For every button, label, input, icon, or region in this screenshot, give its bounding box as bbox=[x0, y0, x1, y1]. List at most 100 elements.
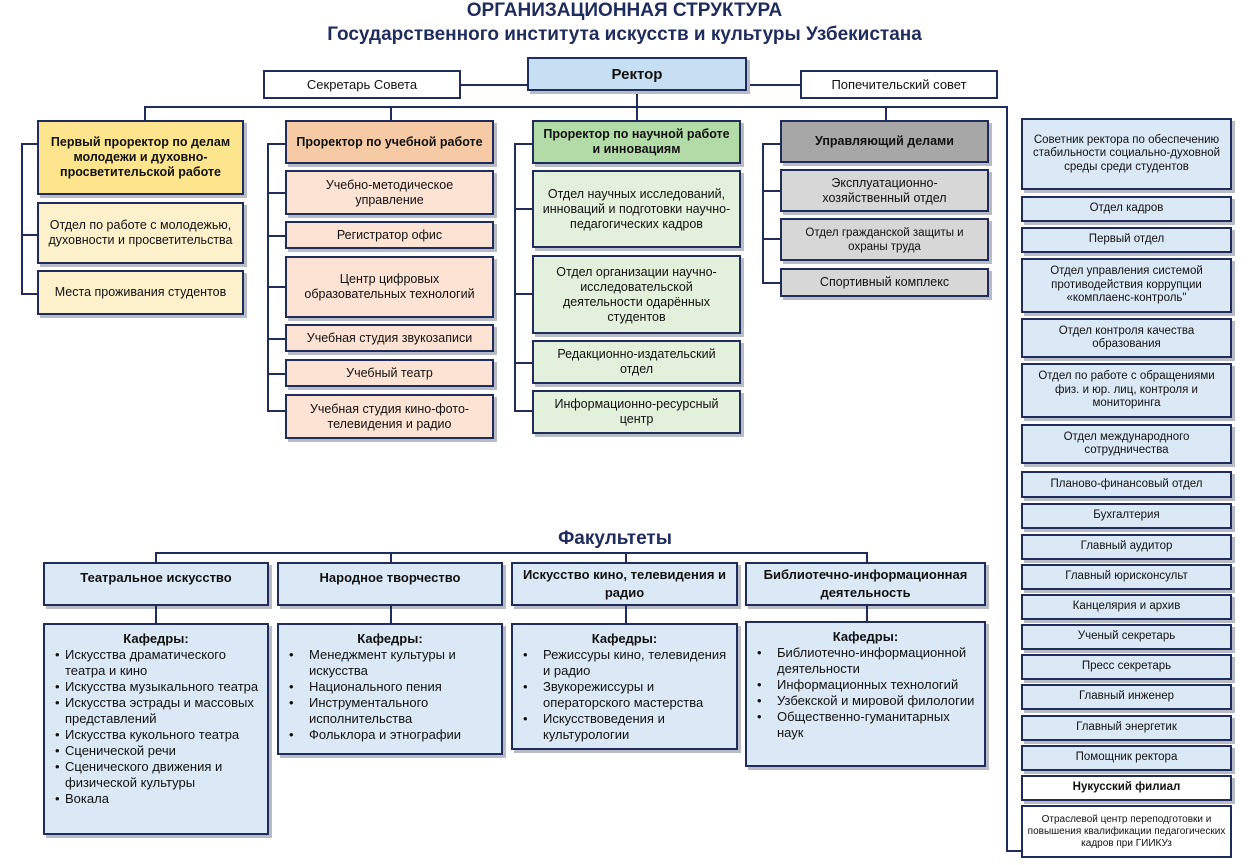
department-item: Менеджмент культуры и искусства bbox=[287, 647, 493, 679]
kafedry-film-tv: Кафедры: Режиссуры кино, телевидения и р… bbox=[511, 623, 738, 750]
dormitories-box: Места проживания студентов bbox=[37, 270, 244, 315]
connector bbox=[267, 192, 285, 194]
connector bbox=[866, 606, 868, 621]
digital-tech-center-box: Центр цифровых образовательных технологи… bbox=[285, 256, 494, 318]
publishing-department-box: Редакционно-издательский отдел bbox=[532, 340, 741, 384]
right-item-7: Планово-финансовый отдел bbox=[1021, 471, 1232, 498]
right-item-9: Главный аудитор bbox=[1021, 534, 1232, 560]
department-item: Фольклора и этнографии bbox=[287, 727, 493, 743]
kafedry-label: Кафедры: bbox=[591, 631, 658, 646]
department-item: Узбекской и мировой филологии bbox=[755, 693, 976, 709]
right-item-10: Главный юрисконсульт bbox=[1021, 564, 1232, 590]
department-item: Режиссуры кино, телевидения и радио bbox=[521, 647, 728, 679]
right-item-8: Бухгалтерия bbox=[1021, 503, 1232, 529]
connector bbox=[21, 143, 23, 294]
department-item: Искусства музыкального театра bbox=[53, 679, 259, 695]
connector bbox=[267, 410, 285, 412]
connector bbox=[514, 410, 532, 412]
right-item-13: Пресс секретарь bbox=[1021, 654, 1232, 680]
registrar-office-box: Регистратор офис bbox=[285, 221, 494, 249]
connector bbox=[514, 208, 532, 210]
kafedry-library: Кафедры: Библиотечно-информационной деят… bbox=[745, 621, 986, 767]
chart-title: ОРГАНИЗАЦИОННАЯ СТРУКТУРА bbox=[466, 0, 783, 21]
department-item: Искусства эстрады и массовых представлен… bbox=[53, 695, 259, 727]
connector bbox=[514, 293, 532, 295]
civil-defense-box: Отдел гражданской защиты и охраны труда bbox=[780, 218, 989, 261]
department-item: Искусства кукольного театра bbox=[53, 727, 259, 743]
trustees-box: Попечительский совет bbox=[800, 70, 998, 99]
faculty-film-tv-box: Искусство кино, телевидения и радио bbox=[511, 562, 738, 606]
faculty-folk-box: Народное творчество bbox=[277, 562, 503, 606]
connector bbox=[625, 552, 627, 562]
connector bbox=[762, 143, 764, 283]
right-item-6: Отдел международного сотрудничества bbox=[1021, 424, 1232, 464]
connector bbox=[1006, 106, 1008, 850]
right-item-17: Нукусский филиал bbox=[1021, 775, 1232, 801]
connector bbox=[636, 91, 638, 107]
faculties-title: Факультеты bbox=[558, 528, 672, 549]
department-list: Искусства драматического театра и кино И… bbox=[53, 647, 259, 807]
right-item-3: Отдел управления системой противодействи… bbox=[1021, 258, 1232, 313]
chief-of-staff-box: Управляющий делами bbox=[780, 120, 989, 163]
connector bbox=[762, 282, 780, 284]
right-item-15: Главный энергетик bbox=[1021, 715, 1232, 741]
department-item: Звукорежиссуры и операторского мастерств… bbox=[521, 679, 728, 711]
academic-methodical-box: Учебно-методическое управление bbox=[285, 170, 494, 215]
connector bbox=[267, 143, 269, 411]
department-list: Режиссуры кино, телевидения и радио Звук… bbox=[521, 647, 728, 743]
info-resource-center-box: Информационно-ресурсный центр bbox=[532, 390, 741, 434]
faculty-library-box: Библиотечно-информационная деятельность bbox=[745, 562, 986, 606]
gifted-students-box: Отдел организации научно-исследовательск… bbox=[532, 255, 741, 334]
connector bbox=[267, 338, 285, 340]
maintenance-department-box: Эксплуатационно-хозяйственный отдел bbox=[780, 169, 989, 212]
connector bbox=[390, 106, 392, 120]
connector bbox=[762, 143, 780, 145]
department-item: Вокала bbox=[53, 791, 259, 807]
connector bbox=[155, 552, 157, 562]
connector bbox=[1006, 850, 1022, 852]
connector bbox=[866, 552, 868, 562]
department-item: Информационных технологий bbox=[755, 677, 976, 693]
film-tv-studio-box: Учебная студия кино-фото-телевидения и р… bbox=[285, 394, 494, 439]
department-item: Искусства драматического театра и кино bbox=[53, 647, 259, 679]
research-vice-rector-box: Проректор по научной работе и инновациям bbox=[532, 120, 741, 164]
connector bbox=[267, 235, 285, 237]
training-theatre-box: Учебный театр bbox=[285, 359, 494, 387]
connector bbox=[636, 106, 638, 120]
connector bbox=[144, 106, 1008, 108]
connector bbox=[461, 84, 529, 86]
connector bbox=[144, 106, 146, 120]
connector bbox=[155, 552, 867, 554]
kafedry-folk: Кафедры: Менеджмент культуры и искусства… bbox=[277, 623, 503, 755]
chart-subtitle: Государственного института искусств и ку… bbox=[327, 24, 922, 45]
right-item-11: Канцелярия и архив bbox=[1021, 594, 1232, 620]
kafedry-label: Кафедры: bbox=[123, 631, 189, 646]
department-item: Сценической речи bbox=[53, 743, 259, 759]
right-item-5: Отдел по работе с обращениями физ. и юр.… bbox=[1021, 363, 1232, 418]
right-item-0: Советник ректора по обеспечению стабильн… bbox=[1021, 118, 1232, 190]
department-list: Менеджмент культуры и искусства Национал… bbox=[287, 647, 493, 743]
department-item: Искусствоведения и культурологии bbox=[521, 711, 728, 743]
connector bbox=[514, 143, 532, 145]
research-department-box: Отдел научных исследований, инноваций и … bbox=[532, 170, 741, 248]
connector bbox=[762, 190, 780, 192]
department-list: Библиотечно-информационной деятельности … bbox=[755, 645, 976, 741]
department-item: Инструментального исполнительства bbox=[287, 695, 493, 727]
connector bbox=[267, 373, 285, 375]
connector bbox=[514, 143, 516, 411]
right-item-16: Помощник ректора bbox=[1021, 745, 1232, 771]
kafedry-label: Кафедры: bbox=[357, 631, 423, 646]
connector bbox=[514, 362, 532, 364]
right-item-14: Главный инженер bbox=[1021, 684, 1232, 710]
academic-vice-rector-box: Проректор по учебной работе bbox=[285, 120, 494, 164]
connector bbox=[625, 606, 627, 623]
connector bbox=[267, 143, 285, 145]
connector bbox=[762, 238, 780, 240]
connector bbox=[21, 143, 37, 145]
right-item-1: Отдел кадров bbox=[1021, 196, 1232, 222]
connector bbox=[390, 606, 392, 623]
department-item: Сценического движения и физической культ… bbox=[53, 759, 259, 791]
rector-box: Ректор bbox=[527, 57, 747, 91]
department-item: Библиотечно-информационной деятельности bbox=[755, 645, 976, 677]
right-item-12: Ученый секретарь bbox=[1021, 624, 1232, 650]
